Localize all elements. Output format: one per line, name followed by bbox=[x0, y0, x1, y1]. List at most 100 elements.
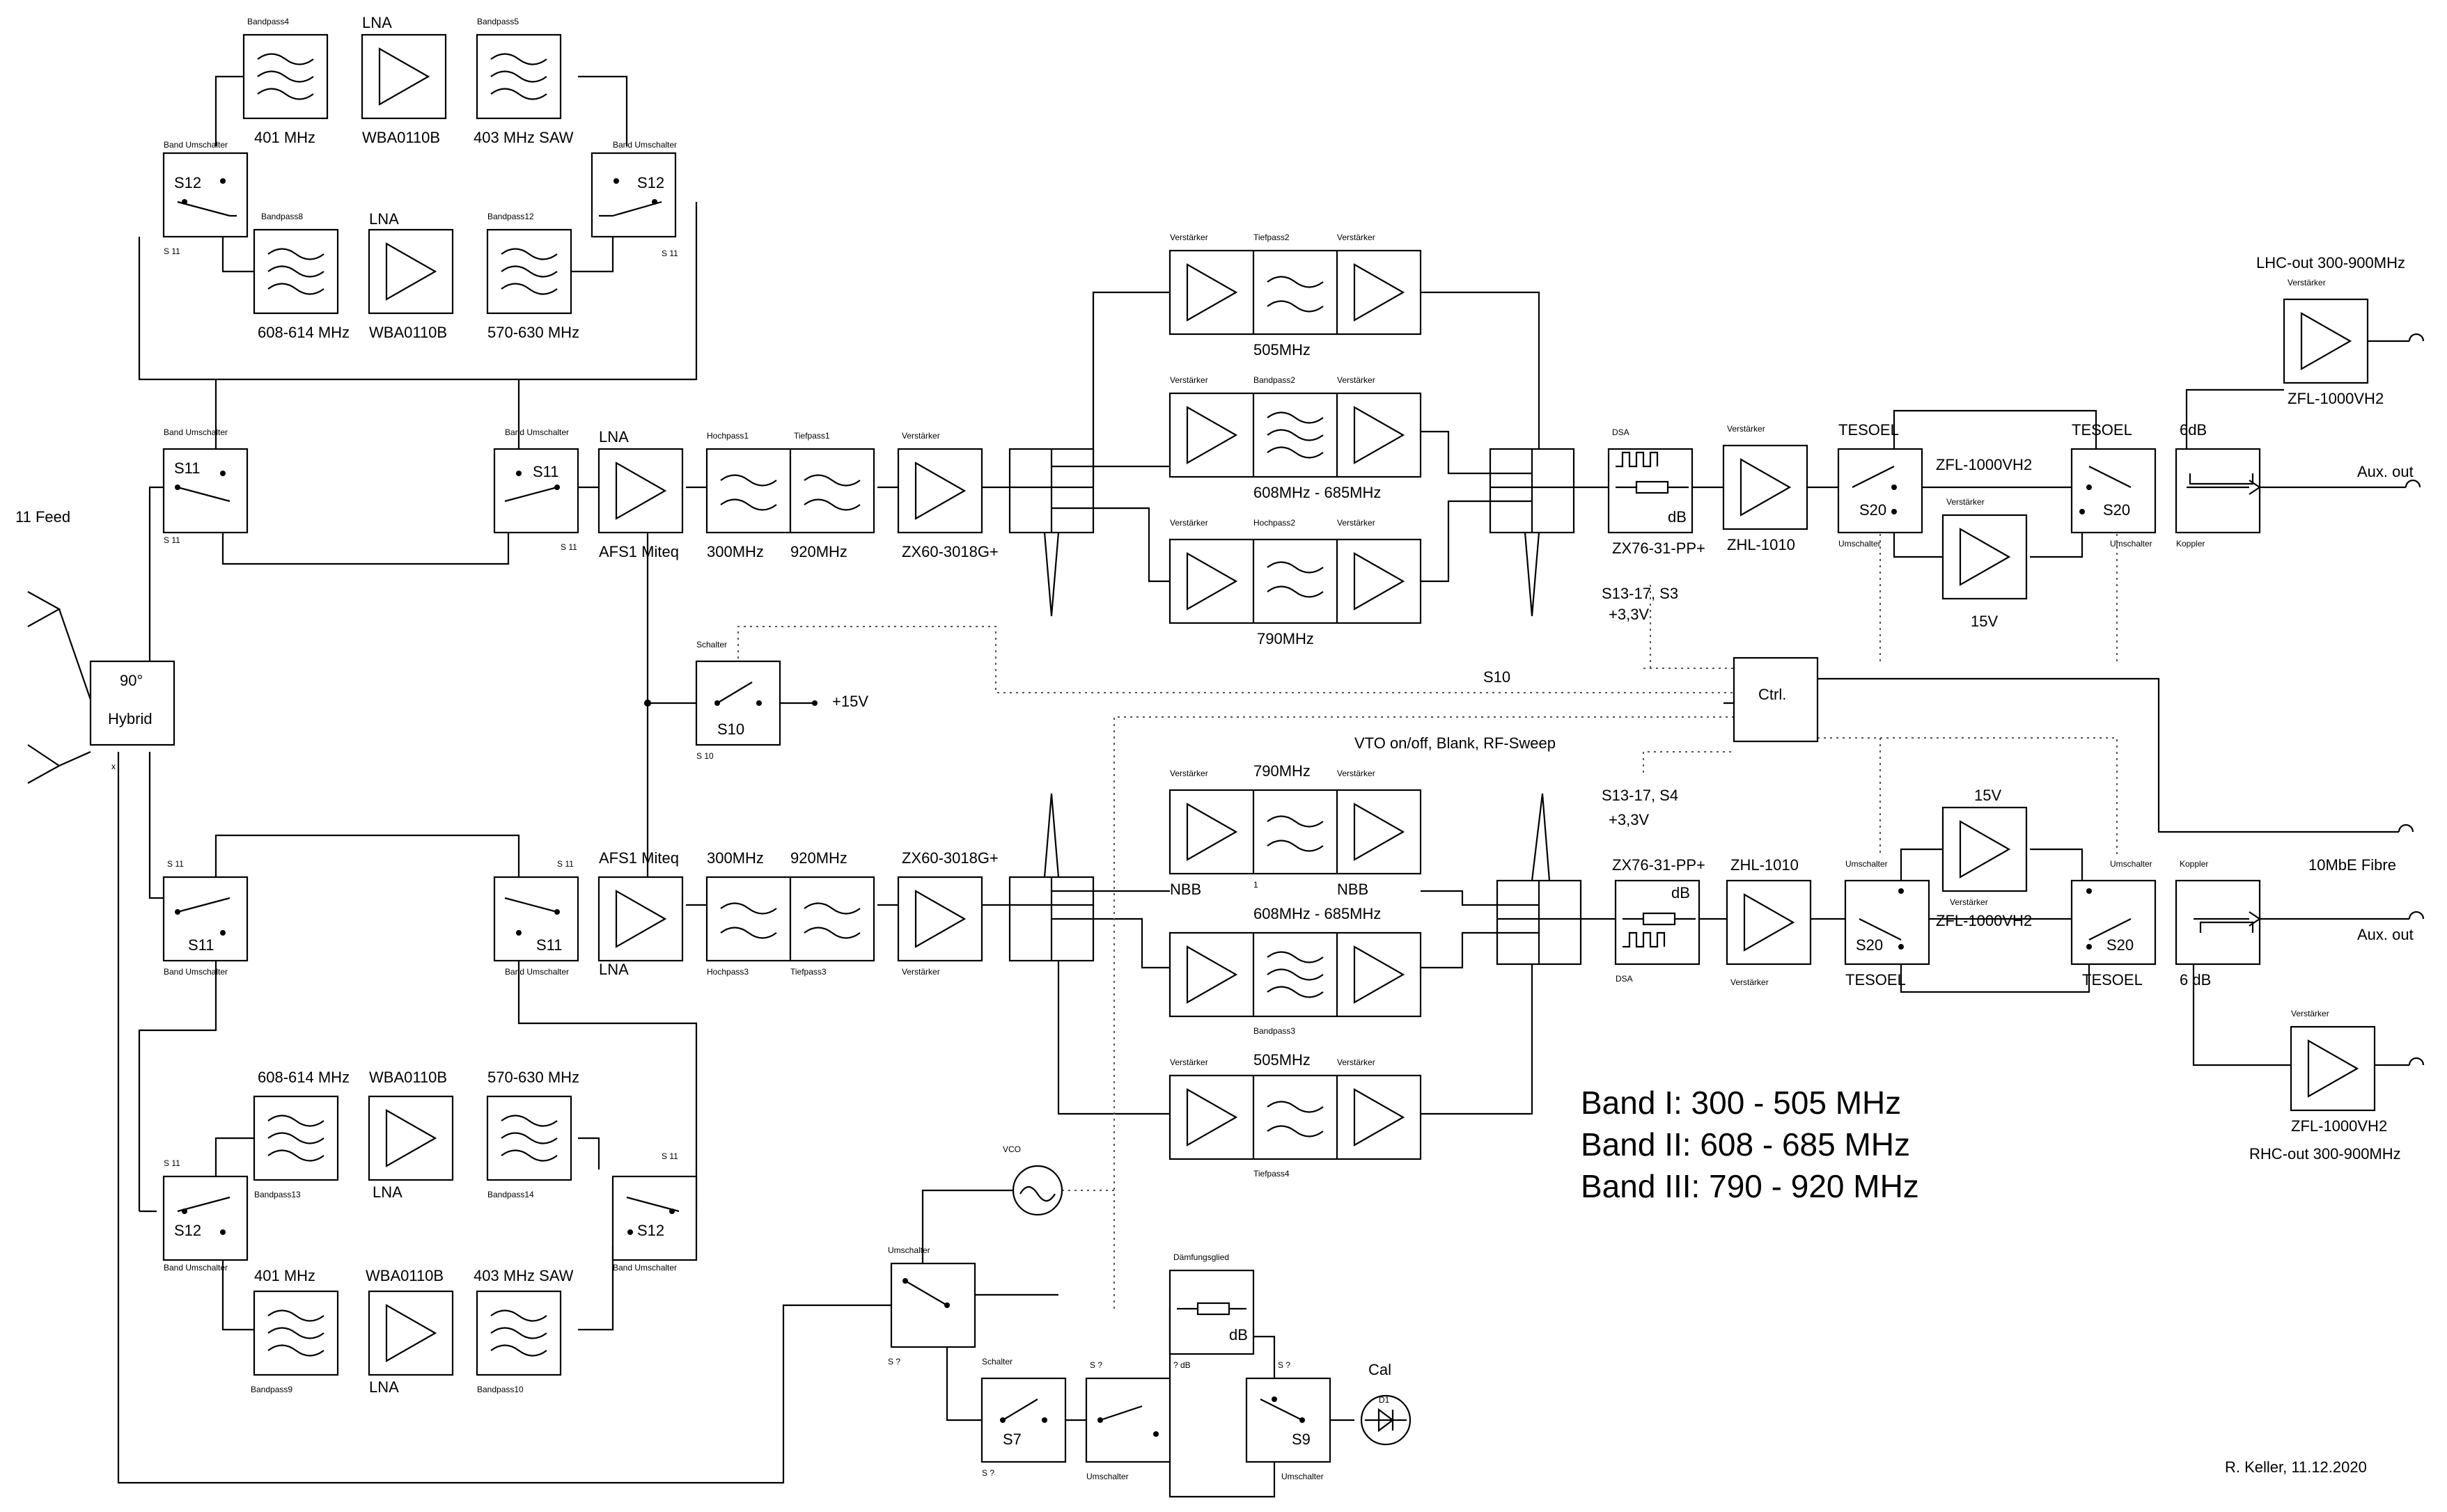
bandpass5-label: Bandpass5 bbox=[477, 17, 519, 26]
hochpass1 bbox=[705, 448, 792, 534]
bandpass4-label: Bandpass4 bbox=[247, 17, 289, 26]
s11-tag-ll2: S 11 bbox=[164, 1158, 180, 1168]
s11-ll-label: S11 bbox=[188, 936, 214, 954]
s12-ul-label: S12 bbox=[174, 174, 201, 191]
aux-out-upper: Aux. out bbox=[2357, 463, 2414, 480]
zhl-lower-label: ZHL-1010 bbox=[1730, 856, 1799, 874]
f570-630-lower-label: 570-630 MHz bbox=[487, 1069, 579, 1086]
feed-label: 11 Feed bbox=[15, 508, 70, 526]
dampfung-label: Dämfungsglied bbox=[1173, 1252, 1229, 1262]
umschalter-s9: Umschalter bbox=[1281, 1472, 1324, 1481]
s11-tag-ul2: S 11 bbox=[164, 535, 180, 545]
lna-afs1-upper bbox=[597, 448, 684, 534]
switch-s20-ll bbox=[1844, 879, 1930, 966]
lna-lower-2 bbox=[368, 1290, 454, 1376]
zhl-lower bbox=[1726, 879, 1812, 966]
rhc-out-label: RHC-out 300-900MHz bbox=[2249, 1145, 2401, 1163]
f790-upper: 790MHz bbox=[1257, 630, 1314, 647]
diagram-labels: 11 Feed 90° Hybrid x Bandpass4 LNA Bandp… bbox=[15, 14, 2414, 1481]
switch-s11-ul bbox=[162, 448, 249, 534]
s-q-attn: S ? bbox=[1090, 1360, 1102, 1370]
lna-lower-1 bbox=[368, 1095, 454, 1181]
tiefpass2-label: Tiefpass2 bbox=[1253, 233, 1290, 242]
attenuator-cal bbox=[1168, 1269, 1255, 1355]
switch-s10 bbox=[695, 660, 781, 746]
bandpass14-label: Bandpass14 bbox=[487, 1190, 534, 1199]
lna-lower-2-label: LNA bbox=[369, 1378, 399, 1396]
f608-614-upper-label: 608-614 MHz bbox=[258, 324, 350, 341]
zx60-upper bbox=[897, 448, 983, 534]
verstarker-zx60-lower: Verstärker bbox=[902, 967, 940, 977]
band3-filter-lower bbox=[1168, 789, 1422, 875]
s20-lr-label: S20 bbox=[2106, 936, 2134, 954]
verstarker-b3a: Verstärker bbox=[1170, 518, 1208, 528]
umschalter-ll: Umschalter bbox=[1845, 859, 1888, 869]
zx60-lower-label: ZX60-3018G+ bbox=[902, 849, 999, 867]
s9-label: S9 bbox=[1292, 1431, 1311, 1448]
tiefpass1 bbox=[789, 448, 875, 534]
verstarker-zhl-lower: Verstärker bbox=[1730, 977, 1769, 987]
band3-summary: Band III: 790 - 920 MHz bbox=[1581, 1168, 1919, 1204]
s13-s3-label: S13-17, S3 bbox=[1602, 585, 1678, 602]
f608-614-lower-label: 608-614 MHz bbox=[258, 1069, 350, 1086]
s-q-cal: S ? bbox=[888, 1357, 900, 1367]
lhc-out-label: LHC-out 300-900MHz bbox=[2256, 254, 2405, 271]
switch-s20-lr bbox=[2070, 879, 2157, 966]
hybrid-x-label: x bbox=[111, 762, 116, 771]
umschalter-ul: Umschalter bbox=[1838, 539, 1881, 549]
afs1-upper-label: AFS1 Miteq bbox=[599, 543, 679, 560]
zhl-upper bbox=[1722, 444, 1808, 530]
switch-s12-lr bbox=[611, 1175, 698, 1261]
switch-s11-ur bbox=[493, 448, 579, 534]
lna-upper-1 bbox=[361, 33, 447, 120]
cal-label: Cal bbox=[1368, 1361, 1391, 1378]
verstarker-b3b: Verstärker bbox=[1337, 518, 1375, 528]
s10-tag: S 10 bbox=[696, 751, 714, 761]
switch-s9 bbox=[1245, 1377, 1331, 1463]
f403-lower-label: 403 MHz SAW bbox=[474, 1267, 574, 1284]
umschalter-lr: Umschalter bbox=[2110, 859, 2152, 869]
lna-afs1-upper-top: LNA bbox=[599, 428, 629, 446]
hybrid-label-b: Hybrid bbox=[108, 710, 153, 727]
coupler-upper-db: 6dB bbox=[2180, 421, 2207, 439]
s13-s4-label: S13-17, S4 bbox=[1602, 787, 1678, 804]
verstarker-b2a: Verstärker bbox=[1170, 375, 1208, 385]
verstarker-l3a: Verstärker bbox=[1170, 769, 1208, 778]
hochpass2-label: Hochpass2 bbox=[1253, 518, 1295, 528]
verstarker-l1b: Verstärker bbox=[1337, 1057, 1375, 1067]
bandpass2-label: Bandpass2 bbox=[1253, 375, 1295, 385]
coupler-lower-db: 6 dB bbox=[2180, 971, 2211, 989]
one-tag: 1 bbox=[1253, 880, 1258, 890]
tesoel-ur: TESOEL bbox=[2072, 421, 2132, 439]
s20-ll-label: S20 bbox=[1856, 936, 1883, 954]
bandpass8-label: Bandpass8 bbox=[261, 212, 303, 221]
d1-label: D1 bbox=[1379, 1395, 1390, 1405]
v15-upper: 15V bbox=[1971, 613, 1998, 630]
umschalter-cal: Umschalter bbox=[888, 1245, 930, 1255]
verstarker-zfl-lower-mid: Verstärker bbox=[1950, 897, 1988, 907]
lna-upper-2-label: LNA bbox=[369, 210, 399, 228]
dsa-lower-tag: DSA bbox=[1616, 974, 1633, 984]
tiefpass4-label: Tiefpass4 bbox=[1253, 1169, 1290, 1179]
f570-630-upper-label: 570-630 MHz bbox=[487, 324, 579, 341]
hochpass1-label: Hochpass1 bbox=[707, 431, 749, 441]
wba-upper-1-label: WBA0110B bbox=[362, 129, 440, 146]
band-umschalter-ll: Band Umschalter bbox=[164, 967, 228, 977]
f790-lower: 790MHz bbox=[1253, 762, 1311, 780]
s11-ll-tag: S 11 bbox=[167, 859, 184, 869]
signal-wires bbox=[27, 75, 2409, 1498]
s7-label: S7 bbox=[1003, 1431, 1022, 1448]
v33-lower: +3,3V bbox=[1609, 811, 1649, 828]
zfl-upper-mid-top: ZFL-1000VH2 bbox=[1936, 456, 2032, 473]
switch-cal-select bbox=[890, 1262, 976, 1348]
wba-lower-1-label: WBA0110B bbox=[369, 1069, 447, 1086]
wba-upper-2-label: WBA0110B bbox=[369, 324, 447, 341]
s12-ll-label: S12 bbox=[174, 1222, 201, 1239]
s11-lr-label: S11 bbox=[536, 936, 563, 954]
switch-s12-ur bbox=[591, 152, 677, 238]
verstarker-l3b: Verstärker bbox=[1337, 769, 1375, 778]
f505-lower: 505MHz bbox=[1253, 1051, 1311, 1069]
band1-summary: Band I: 300 - 505 MHz bbox=[1581, 1085, 1901, 1121]
verstarker-zhl-upper: Verstärker bbox=[1727, 424, 1765, 434]
verstarker-lhc: Verstärker bbox=[2288, 278, 2326, 288]
